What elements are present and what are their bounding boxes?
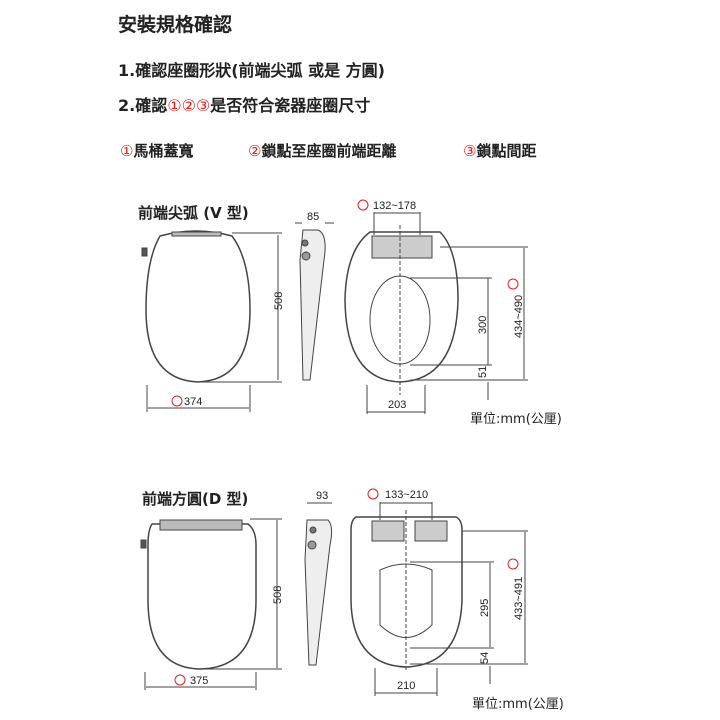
v-width-label: 374 bbox=[184, 396, 202, 408]
d-lock-to-front-label: 433~491 bbox=[513, 577, 525, 620]
legend-label: 馬桶蓋寬 bbox=[133, 142, 194, 160]
legend-mark: ① bbox=[120, 142, 134, 160]
mark-1-icon bbox=[171, 395, 183, 407]
v-seat-front-view bbox=[141, 230, 282, 412]
d-front-margin-label: 54 bbox=[479, 652, 491, 664]
v-inner-length-label: 300 bbox=[477, 316, 489, 334]
v-type-title: 前端尖弧 (V 型) bbox=[138, 204, 249, 222]
v-front-margin-label: 51 bbox=[477, 366, 489, 378]
d-type-title: 前端方圓(D 型) bbox=[142, 490, 249, 508]
d-seat-bottom-view bbox=[350, 502, 528, 696]
mark-1-icon bbox=[174, 674, 186, 686]
d-inner-width-label: 210 bbox=[397, 680, 415, 692]
v-unit-label: 單位:mm(公厘) bbox=[470, 412, 562, 427]
v-seat-side-view bbox=[295, 222, 334, 381]
mark-2-icon bbox=[507, 278, 519, 290]
legend-item-3: ③鎖點間距 bbox=[463, 140, 536, 161]
mark-3-icon bbox=[357, 199, 369, 211]
d-side-depth-label: 93 bbox=[316, 490, 328, 502]
legend-label: 鎖點間距 bbox=[476, 142, 537, 160]
step-2-marks: ①②③ bbox=[167, 96, 211, 115]
mark-2-icon bbox=[507, 558, 519, 570]
d-length-label: 508 bbox=[272, 586, 284, 604]
legend-item-1: ①馬桶蓋寬 bbox=[120, 140, 193, 161]
mark-3-icon bbox=[367, 488, 379, 500]
d-width-label: 375 bbox=[190, 675, 208, 687]
legend-mark: ② bbox=[248, 142, 262, 160]
step-2: 2.確認①②③是否符合瓷器座圈尺寸 bbox=[118, 92, 370, 116]
page-title: 安裝規格確認 bbox=[118, 14, 233, 36]
step-2-prefix: 2.確認 bbox=[118, 96, 168, 115]
legend-item-2: ②鎖點至座圈前端距離 bbox=[248, 140, 396, 161]
d-lock-spacing-label: 133~210 bbox=[385, 489, 428, 501]
legend-mark: ③ bbox=[463, 142, 477, 160]
v-lock-to-front-label: 434~490 bbox=[513, 295, 525, 338]
legend-label: 鎖點至座圈前端距離 bbox=[261, 142, 397, 160]
d-unit-label: 單位:mm(公厘) bbox=[472, 697, 564, 712]
d-seat-front-view bbox=[140, 518, 282, 690]
d-seat-side-view bbox=[304, 502, 333, 666]
v-side-depth-label: 85 bbox=[307, 211, 319, 223]
v-lock-spacing-label: 132~178 bbox=[373, 200, 416, 212]
step-1: 1.確認座圈形狀(前端尖弧 或是 方圓) bbox=[118, 61, 385, 80]
v-inner-width-label: 203 bbox=[388, 399, 406, 411]
d-inner-length-label: 295 bbox=[479, 599, 491, 617]
step-2-suffix: 是否符合瓷器座圈尺寸 bbox=[210, 96, 371, 115]
v-seat-bottom-view bbox=[344, 212, 528, 414]
v-length-label: 508 bbox=[273, 292, 285, 310]
